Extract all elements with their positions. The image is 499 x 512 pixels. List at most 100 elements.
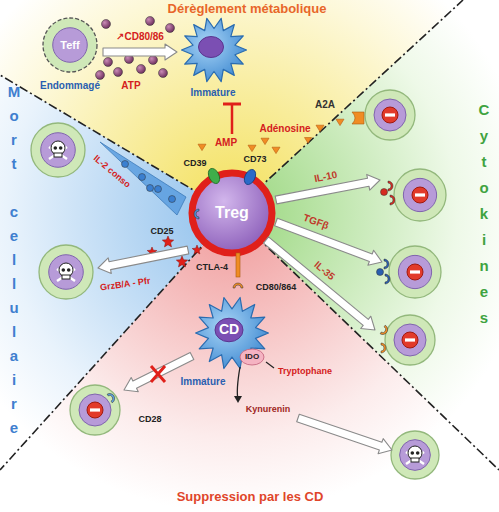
cell-nucleus [49, 255, 84, 290]
il10-molecule [381, 189, 388, 196]
skull-symbol [411, 458, 419, 462]
letter: y [475, 123, 493, 149]
molecule-label: ATP [121, 80, 140, 91]
letter: c [5, 200, 23, 224]
dc-nucleus [199, 37, 224, 58]
signal-arrow [98, 246, 189, 273]
sector-divider [0, 213, 232, 470]
receptor [194, 209, 199, 219]
inhibition-symbol [407, 264, 423, 280]
node-title: Treg [215, 204, 249, 222]
letter: k [475, 201, 493, 227]
letter: n [475, 253, 493, 279]
cell-membrane [389, 246, 441, 298]
letter: e [5, 416, 23, 440]
atp-molecule [159, 69, 168, 78]
granzyme-particle [176, 256, 187, 267]
activation-arrow [103, 44, 177, 60]
cell-nucleus [53, 28, 88, 63]
conversion-arrow [237, 367, 240, 400]
skull-eye [54, 146, 58, 150]
cell-nucleus [400, 440, 431, 471]
cell-membrane [39, 245, 93, 299]
inhibition-symbol [382, 107, 398, 123]
il2-molecule [155, 186, 162, 193]
letter: t [5, 152, 23, 176]
skull-symbol [54, 153, 62, 157]
atp-molecule [166, 24, 175, 33]
cell-membrane [391, 431, 439, 479]
inhibition-symbol [87, 402, 103, 418]
skull-eye [416, 451, 420, 455]
sector-divider [232, 213, 499, 470]
letter: r [5, 392, 23, 416]
node-title: Immature [190, 87, 235, 98]
adenosine-molecule [248, 145, 256, 151]
skull-eye [67, 268, 71, 272]
inhibition-bar [223, 103, 241, 106]
inhibition-line [231, 105, 234, 134]
receptor [390, 195, 395, 205]
atp-molecule [96, 71, 105, 80]
conversion-arrow [266, 362, 274, 368]
letter: o [475, 175, 493, 201]
cell-nucleus [41, 133, 76, 168]
receptor [380, 325, 389, 336]
cell-membrane [365, 90, 415, 140]
inhibition-symbol [385, 113, 395, 116]
receptor-label: A2A [315, 99, 335, 110]
cell-membrane [394, 169, 446, 221]
node-subtitle: Immature [180, 376, 225, 387]
inhibition-symbol [410, 270, 420, 273]
activation-arrow [103, 44, 177, 60]
letter: l [5, 272, 23, 296]
adenosine-molecule [261, 138, 269, 144]
cell-membrane [70, 385, 120, 435]
inhibition-symbol [415, 193, 425, 196]
cell-membrane [385, 315, 435, 365]
receptor [107, 392, 116, 403]
receptor [233, 283, 243, 288]
ctla4-receptor [236, 253, 240, 277]
block-cross [151, 366, 165, 382]
sector-title: Cytokines [475, 97, 493, 331]
adenosine-molecule [316, 125, 324, 131]
il2-molecule [139, 174, 146, 181]
il2-molecule [147, 185, 154, 192]
molecule-label: Kynurenin [246, 405, 291, 415]
enzyme-label: IDO [245, 353, 259, 362]
letter: u [5, 296, 23, 320]
enzyme-label: CD39 [183, 159, 206, 169]
adenosine-molecule [305, 138, 312, 144]
skull-eye [411, 451, 415, 455]
cell-nucleus [374, 99, 406, 131]
letter: e [475, 279, 493, 305]
skull-eye [62, 268, 66, 272]
letter: r [5, 128, 23, 152]
teff-cell: TeffEndommagé [38, 15, 102, 95]
receptor [388, 181, 393, 191]
letter: i [5, 368, 23, 392]
il2-molecule [169, 196, 176, 203]
letter: l [5, 320, 23, 344]
letter: l [5, 248, 23, 272]
letter [5, 176, 23, 200]
letter: o [5, 104, 23, 128]
tgfb-molecule [377, 269, 384, 276]
dendritic-cell: CDImmature [170, 294, 270, 389]
letter: e [5, 224, 23, 248]
atp-molecule [146, 17, 155, 26]
inhibition-symbol [405, 338, 415, 341]
cell-nucleus [79, 394, 111, 426]
receptor-label: CD25 [150, 227, 173, 237]
skull-eye [59, 146, 63, 150]
molecule-label: Adénosine [259, 123, 310, 134]
atp-molecule [149, 56, 158, 65]
atp-molecule [114, 68, 123, 77]
signal-arrow [297, 414, 392, 454]
receptor-label: CD80/864 [256, 283, 297, 293]
edge-label: ↗CD80/86 [116, 31, 164, 42]
inhibition-symbol [90, 408, 100, 411]
node-title: Teff [60, 39, 79, 51]
